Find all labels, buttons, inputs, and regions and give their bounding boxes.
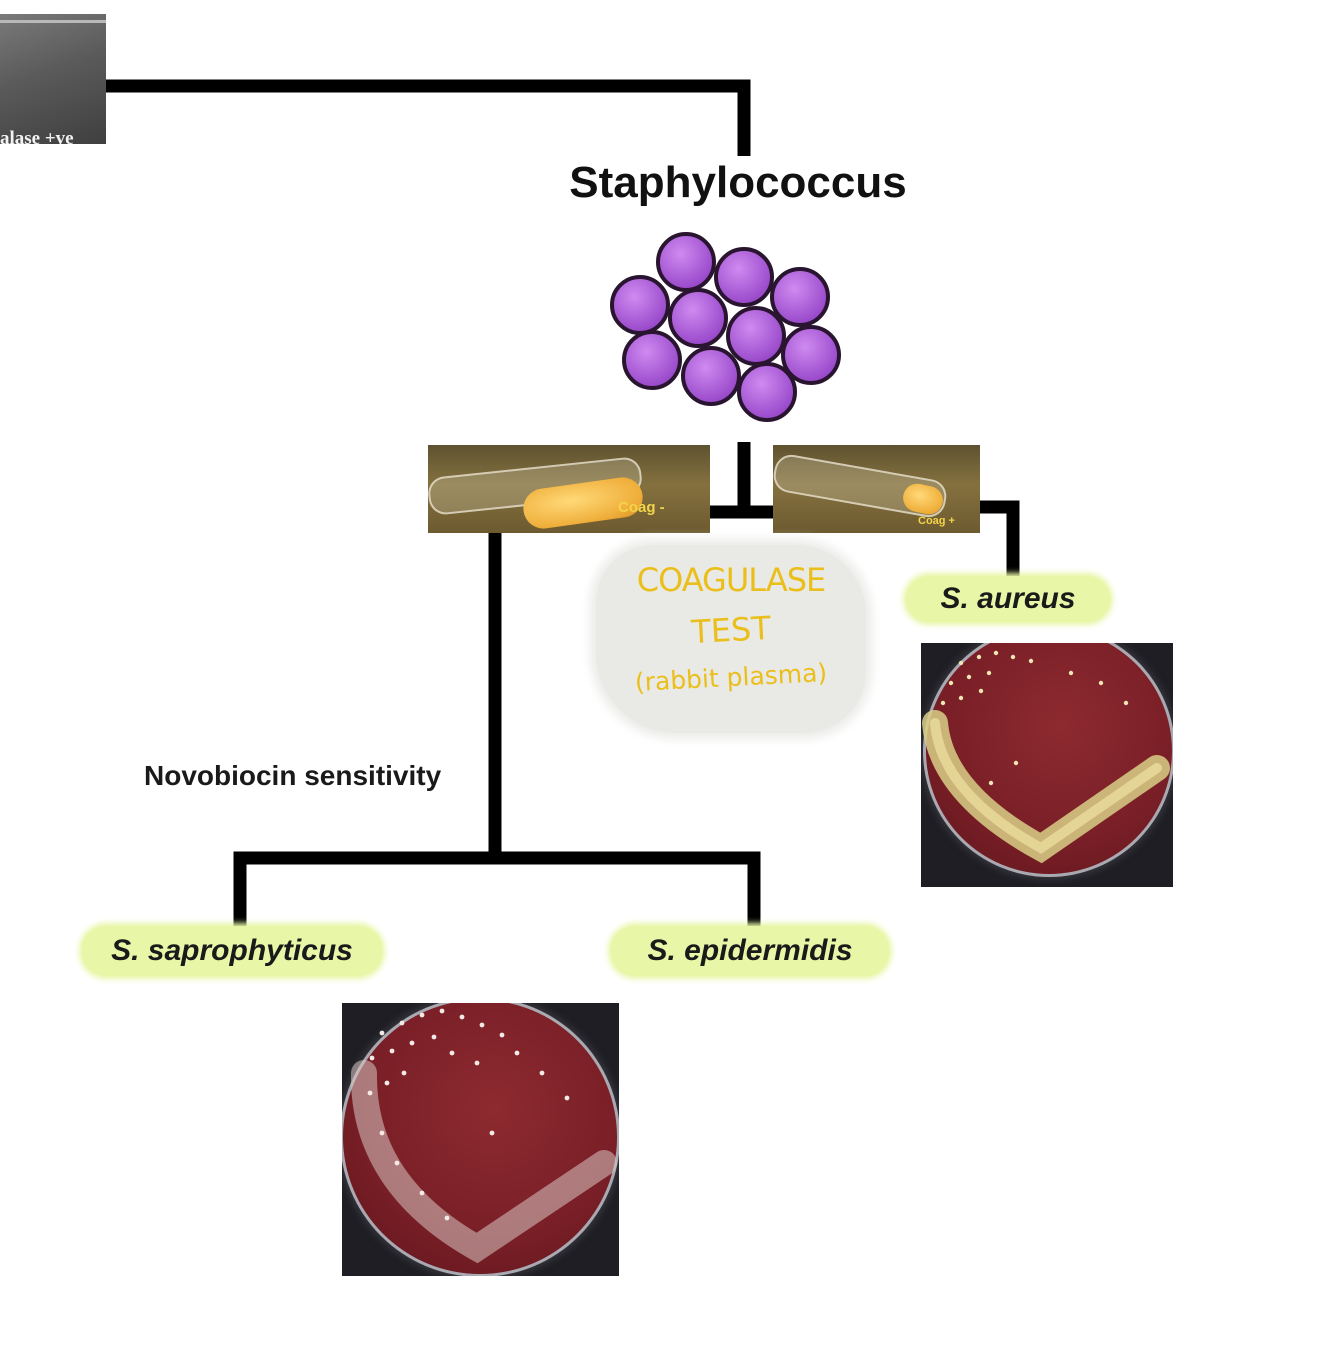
- colony-dot: [976, 654, 982, 660]
- colony-dot: [988, 780, 994, 786]
- colony-dot: [419, 1012, 425, 1018]
- colony-dot: [1013, 760, 1019, 766]
- colony-dot: [367, 1090, 373, 1096]
- coccus-cell: [726, 306, 786, 366]
- colony-dot: [1028, 658, 1034, 664]
- colony-dot: [514, 1050, 520, 1056]
- colony-dot: [1098, 680, 1104, 686]
- colony-dot: [499, 1032, 505, 1038]
- connector-to-aureus: [980, 500, 1020, 578]
- coccus-cell: [610, 275, 670, 335]
- note-line-3: (rabbit plasma): [634, 657, 828, 698]
- staphylococcus-cluster-icon: [610, 232, 841, 422]
- note-line-1: COAGULASE: [636, 561, 827, 599]
- coccus-cell: [668, 288, 728, 348]
- colony-streak: [922, 650, 1170, 864]
- colony-dot: [958, 695, 964, 701]
- colony-dot: [399, 1020, 405, 1026]
- colony-dot: [1123, 700, 1129, 706]
- colony-dot: [479, 1022, 485, 1028]
- colony-dot: [444, 1215, 450, 1221]
- connector-catalase-to-staph: [106, 79, 751, 156]
- colony-dot: [459, 1014, 465, 1020]
- coag-negative-label: Coag -: [618, 499, 665, 516]
- colony-dot: [978, 688, 984, 694]
- coccus-cell: [781, 325, 841, 385]
- coccus-cell: [714, 247, 774, 307]
- catalase-positive-label: alase +ve: [0, 128, 74, 144]
- coagulase-test-note: COAGULASE TEST (rabbit plasma): [596, 545, 866, 733]
- coccus-cell: [622, 330, 682, 390]
- colony-dot: [369, 1055, 375, 1061]
- colony-dot: [948, 680, 954, 686]
- coag-positive-label: Coag +: [918, 515, 955, 527]
- species-label-aureus: S. aureus: [906, 576, 1110, 622]
- colony-dot: [1068, 670, 1074, 676]
- novobiocin-sensitivity-label: Novobiocin sensitivity: [144, 760, 442, 791]
- colony-dot: [958, 660, 964, 666]
- coccus-cell: [770, 267, 830, 327]
- colony-dot: [431, 1034, 437, 1040]
- saprophyticus-blood-agar-plate: [342, 1003, 619, 1276]
- colony-dot: [474, 1060, 480, 1066]
- colony-dot: [389, 1048, 395, 1054]
- coccus-cell: [656, 232, 716, 292]
- catalase-test-photo: alase +ve: [0, 14, 106, 144]
- coagulase-negative-photo: Coag -: [428, 445, 710, 533]
- colony-dot: [419, 1190, 425, 1196]
- colony-streak: [350, 1008, 617, 1264]
- colony-dot: [539, 1070, 545, 1076]
- colony-dot: [489, 1130, 495, 1136]
- colony-dot: [439, 1008, 445, 1014]
- colony-dot: [986, 670, 992, 676]
- coccus-cell: [737, 362, 797, 422]
- glass-slide-edge: [0, 20, 106, 143]
- colony-dot: [966, 674, 972, 680]
- colony-dot: [384, 1080, 390, 1086]
- note-line-2: TEST: [690, 608, 772, 652]
- colony-dot: [940, 700, 946, 706]
- colony-dot: [409, 1040, 415, 1046]
- coagulase-positive-photo: Coag +: [773, 445, 980, 533]
- colony-dot: [379, 1030, 385, 1036]
- colony-dot: [394, 1160, 400, 1166]
- colony-dot: [379, 1130, 385, 1136]
- species-label-saprophyticus: S. saprophyticus: [82, 926, 382, 976]
- colony-dot: [449, 1050, 455, 1056]
- connector-novobiocin-split: [233, 851, 761, 926]
- genus-title: Staphylococcus: [569, 158, 907, 207]
- colony-dot: [993, 650, 999, 656]
- colony-dot: [401, 1070, 407, 1076]
- colony-dot: [1010, 654, 1016, 660]
- coccus-cell: [681, 346, 741, 406]
- colony-dot: [564, 1095, 570, 1101]
- species-label-epidermidis: S. epidermidis: [611, 926, 889, 976]
- aureus-blood-agar-plate: [921, 643, 1173, 887]
